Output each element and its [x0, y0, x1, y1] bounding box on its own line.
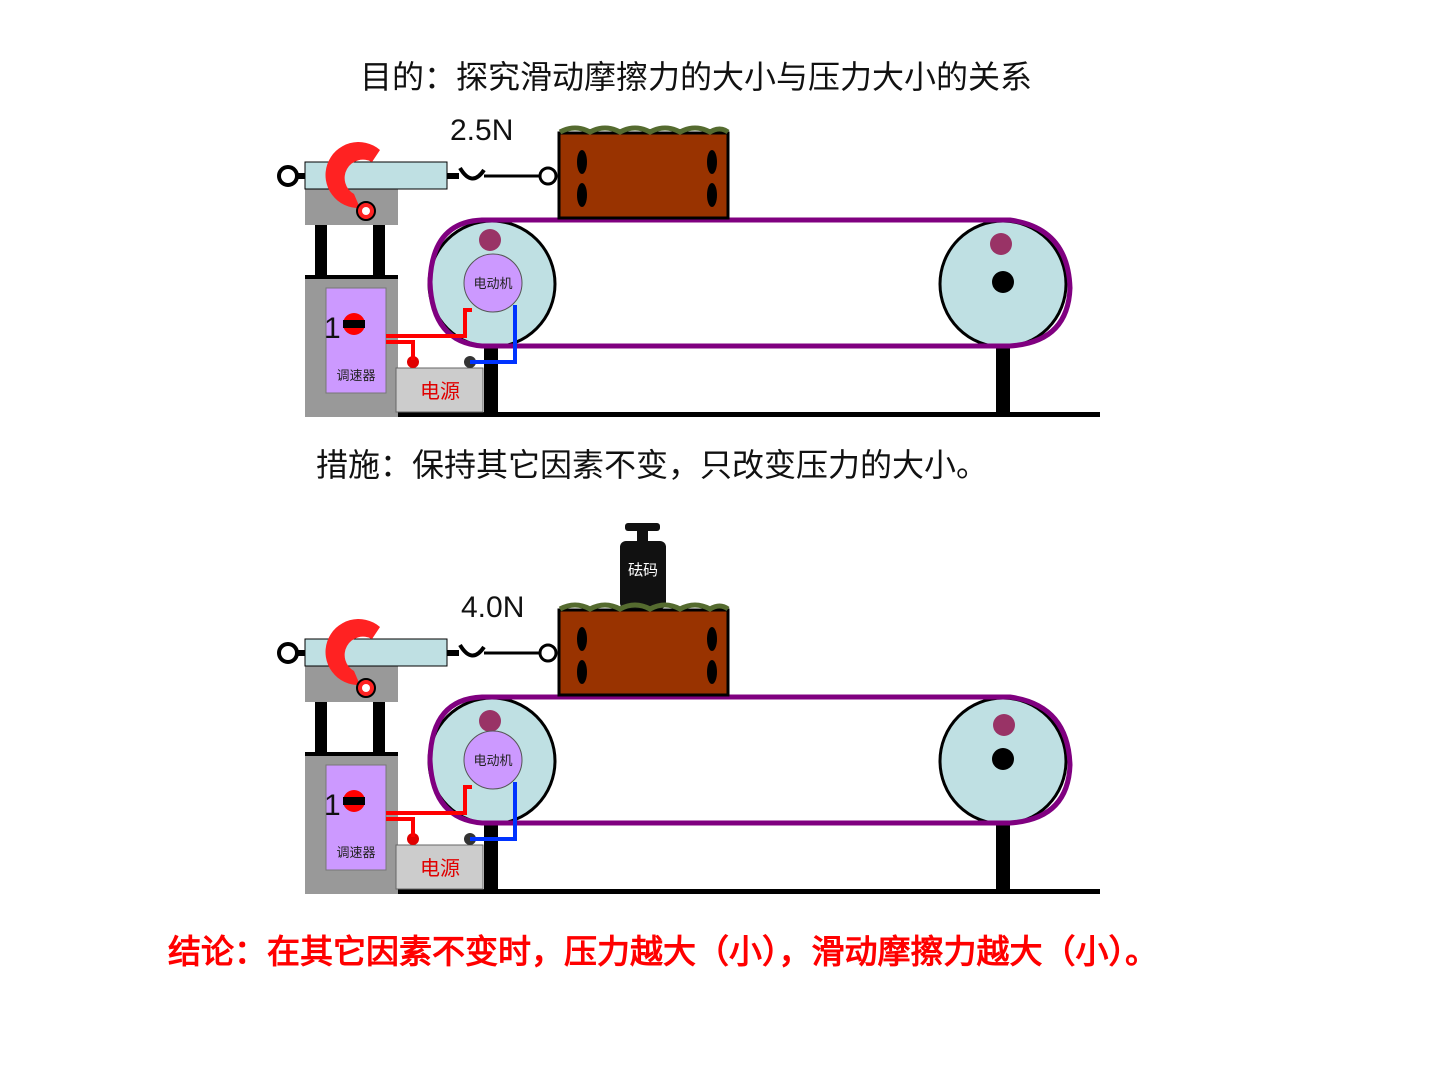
- speed-dial[interactable]: 1: [324, 789, 365, 822]
- spring-scale: [277, 161, 558, 190]
- ground-line: [305, 889, 1100, 894]
- apparatus-setup-1: 调速器 1 电源 电动机: [277, 114, 1100, 417]
- speed-dial[interactable]: 1: [324, 312, 365, 345]
- hook-clip-icon: [325, 142, 380, 221]
- power-supply: 电源: [395, 833, 484, 890]
- speed-controller: 调速器: [325, 764, 387, 871]
- hook-clip-icon: [325, 619, 380, 698]
- motor-label: 电动机: [473, 754, 512, 769]
- spring-scale: [277, 638, 558, 667]
- page-title: 目的：探究滑动摩擦力的大小与压力大小的关系: [360, 58, 1033, 96]
- ground-line: [305, 412, 1100, 417]
- power-label: 电源: [420, 856, 460, 880]
- wires: [386, 305, 517, 364]
- power-label: 电源: [420, 379, 460, 403]
- speed-controller-label: 调速器: [336, 846, 375, 861]
- force-reading: 2.5N: [450, 114, 513, 147]
- apparatus-setup-2: 砝码 调速器 1 电源 电动机: [277, 523, 1100, 894]
- speed-controller-label: 调速器: [336, 369, 375, 384]
- weight-label: 砝码: [628, 561, 658, 579]
- motor-label: 电动机: [473, 277, 512, 292]
- motor: 电动机: [463, 730, 523, 790]
- right-pulley: [938, 696, 1068, 826]
- dial-value: 1: [324, 789, 341, 822]
- motor: 电动机: [463, 253, 523, 313]
- force-reading: 4.0N: [461, 591, 524, 624]
- dial-value: 1: [324, 312, 341, 345]
- wooden-block: [557, 125, 730, 220]
- power-supply: 电源: [395, 356, 484, 413]
- weight-icon: 砝码: [620, 523, 666, 609]
- right-pulley: [938, 219, 1068, 349]
- wires: [386, 782, 517, 841]
- conveyor-belt: [427, 217, 1073, 349]
- conveyor-belt: [427, 694, 1073, 826]
- speed-controller: 调速器: [325, 287, 387, 394]
- conclusion-text: 结论：在其它因素不变时，压力越大（小），滑动摩擦力越大（小）。: [168, 932, 1158, 971]
- measure-text: 措施：保持其它因素不变，只改变压力的大小。: [316, 446, 989, 484]
- wooden-block: [557, 602, 730, 697]
